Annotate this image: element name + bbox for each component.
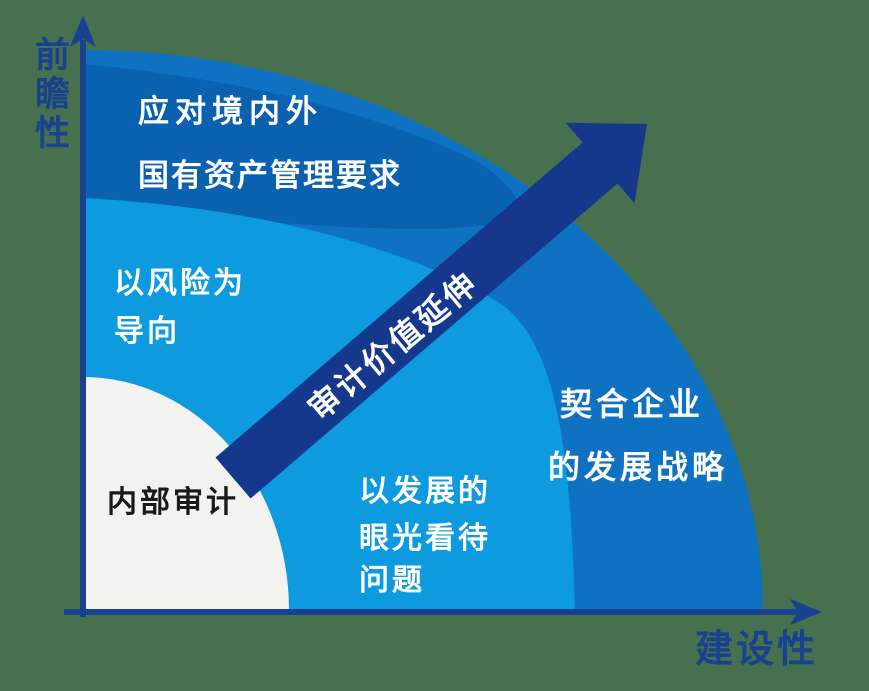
y-axis-arrowhead-icon bbox=[70, 15, 96, 47]
development-view-label-line1: 以发展的 bbox=[359, 475, 491, 508]
x-axis-arrowhead-icon bbox=[790, 599, 822, 625]
risk-oriented-label-line2: 导向 bbox=[114, 315, 180, 348]
value-extension-arrow bbox=[215, 122, 647, 499]
risk-oriented-label-line1: 以风险为 bbox=[114, 267, 246, 300]
internal-audit-label: 内部审计 bbox=[107, 486, 239, 519]
y-axis-label: 前瞻性 bbox=[30, 36, 69, 153]
x-axis-label: 建设性 bbox=[695, 629, 819, 671]
development-view-label-line2: 眼光看待 bbox=[359, 522, 491, 555]
ring-requirements-shape bbox=[83, 64, 523, 229]
inner-circle-shape bbox=[83, 377, 289, 610]
strategy-label-line1: 契合企业 bbox=[560, 386, 705, 422]
requirements-label-line2: 国有资产管理要求 bbox=[138, 158, 402, 193]
requirements-label-line1: 应对境内外 bbox=[138, 94, 323, 129]
strategy-label-line2: 的发展战略 bbox=[548, 449, 729, 485]
development-view-label-line3: 问题 bbox=[359, 564, 425, 597]
